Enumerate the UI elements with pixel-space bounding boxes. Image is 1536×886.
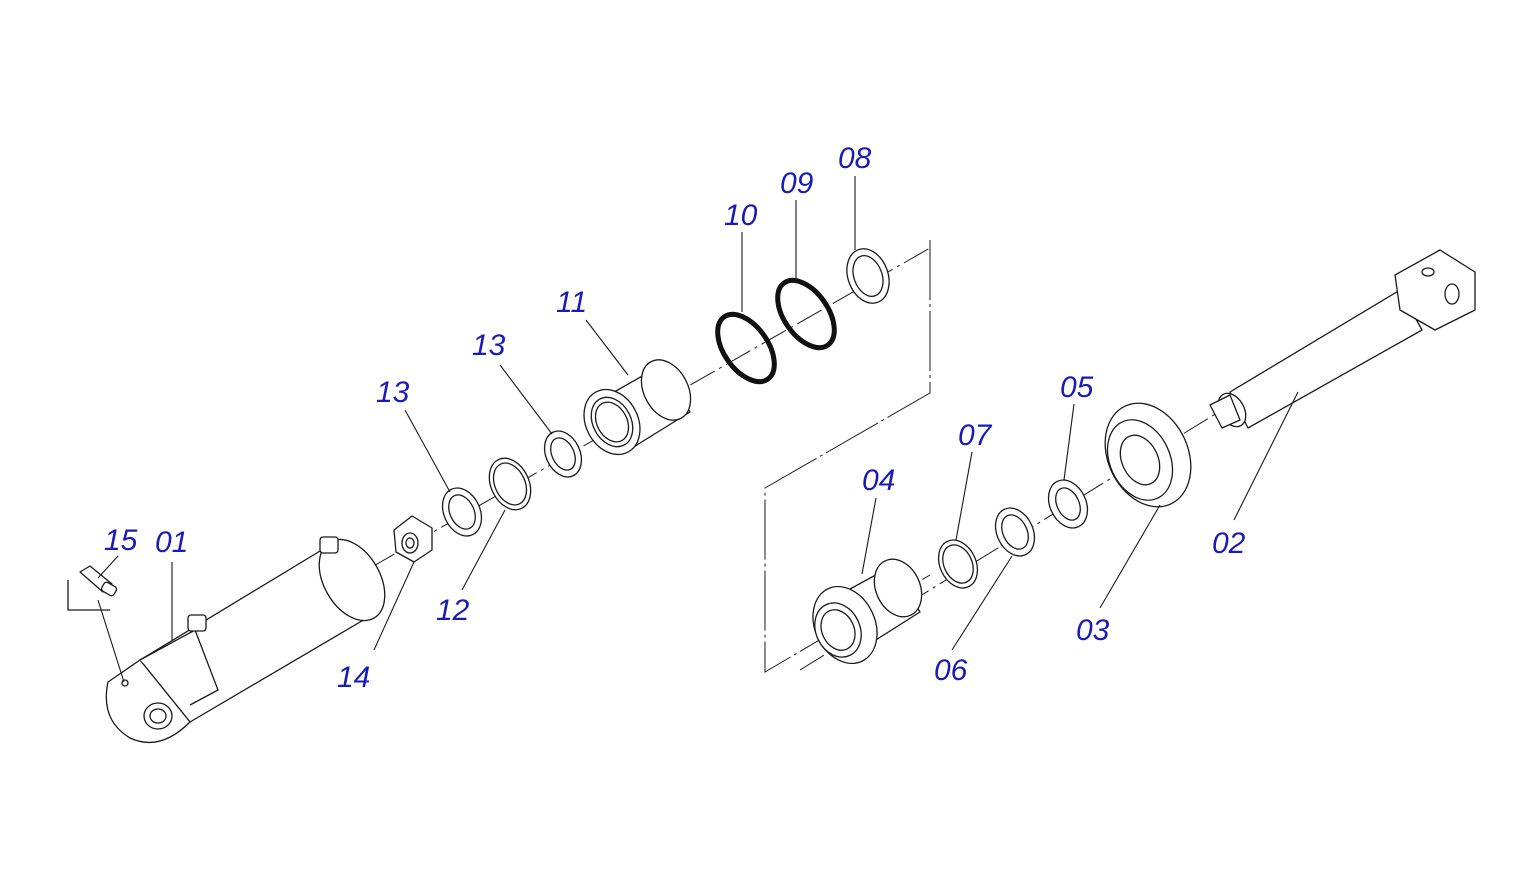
leader-06	[951, 555, 1013, 651]
callout-11: 11	[556, 286, 587, 319]
rod-seal	[994, 507, 1036, 557]
wiper-seal	[1047, 479, 1089, 529]
cylinder-barrel	[105, 536, 386, 744]
leader-02	[1233, 391, 1299, 521]
leader-15b	[97, 599, 125, 683]
cylinder-head	[812, 558, 923, 665]
piston-rod	[1209, 249, 1476, 429]
piston-seal	[488, 457, 532, 511]
leader-05	[1063, 403, 1075, 481]
leader-03	[1099, 504, 1161, 609]
guide-ring	[937, 539, 979, 589]
leader-11	[585, 319, 629, 376]
callout-13-right: 13	[472, 329, 506, 362]
gland-nut	[1104, 402, 1192, 508]
callout-07: 07	[958, 419, 993, 452]
leader-13a	[404, 409, 451, 493]
callout-labels: 15 01 14 13 12 13 11 10 09 08 04 07 06 0…	[104, 142, 1246, 694]
callout-02: 02	[1212, 527, 1246, 560]
leader-14	[373, 561, 415, 651]
leader-15	[97, 555, 119, 579]
callout-12: 12	[436, 594, 470, 627]
hex-nut	[393, 515, 433, 563]
callout-06: 06	[934, 654, 968, 687]
grease-fitting	[67, 565, 118, 611]
wear-ring-left	[441, 487, 483, 537]
callout-13-left: 13	[376, 376, 410, 409]
callout-10: 10	[724, 199, 758, 232]
callout-03: 03	[1076, 614, 1110, 647]
leader-lines	[97, 176, 1299, 683]
leader-04	[861, 497, 877, 575]
piston	[583, 359, 692, 456]
callout-08: 08	[838, 142, 872, 175]
callout-09: 09	[780, 167, 814, 200]
callout-01: 01	[155, 526, 188, 559]
callout-04: 04	[862, 464, 895, 497]
callout-15: 15	[104, 524, 138, 557]
leader-07	[955, 451, 973, 541]
backup-ring	[846, 248, 890, 304]
o-ring-10	[715, 311, 777, 385]
leader-13b	[499, 364, 553, 435]
callout-14: 14	[337, 661, 370, 694]
wear-ring-right	[543, 430, 583, 478]
o-ring-09	[775, 277, 837, 351]
leader-12	[461, 509, 506, 591]
callout-05: 05	[1060, 371, 1094, 404]
